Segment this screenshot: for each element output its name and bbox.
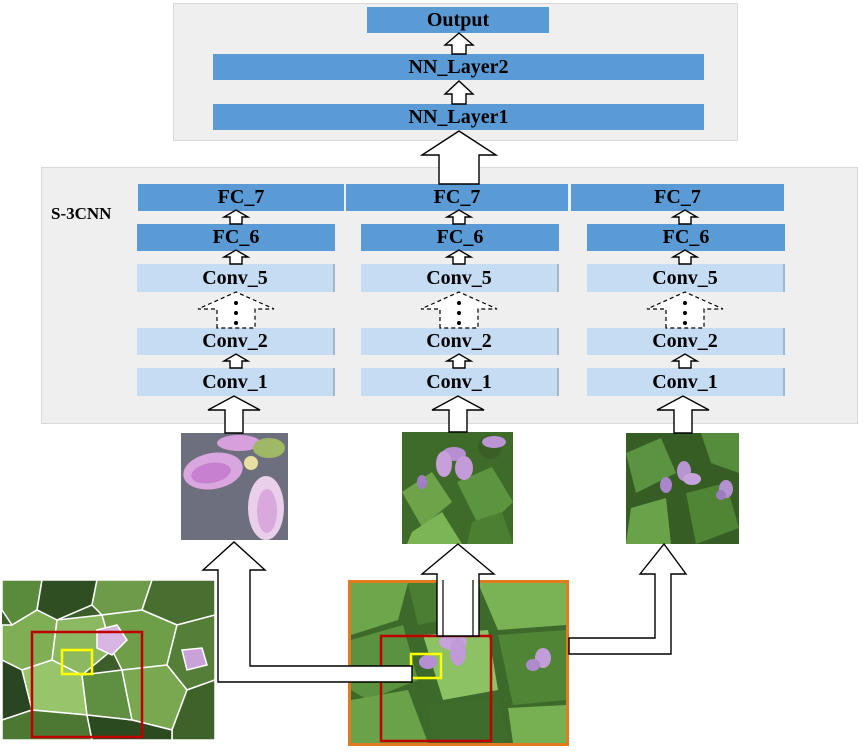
- col1-conv5: Conv_5: [137, 264, 335, 292]
- nn-layer2: NN_Layer2: [213, 54, 704, 80]
- output-layer: Output: [367, 7, 549, 33]
- col3-conv1: Conv_1: [587, 368, 785, 396]
- col3-conv5: Conv_5: [587, 264, 785, 292]
- arrow-col1-fc6-to-fc7: [221, 209, 251, 225]
- col2-fc6: FC_6: [361, 224, 559, 251]
- col3-fc6: FC_6: [587, 224, 785, 251]
- col3-fc7: FC_7: [571, 184, 784, 211]
- patch-flower-medium: [402, 432, 513, 544]
- segmentation-map: [2, 580, 215, 740]
- arrow-col3-conv1-to-conv2: [670, 353, 700, 369]
- col2-conv5: Conv_5: [361, 264, 559, 292]
- arrow-col3-conv5-to-fc6: [670, 249, 700, 265]
- arrow-image-to-patch3: [568, 542, 688, 655]
- arrow-s3cnn-to-nn1: [419, 130, 499, 185]
- nn-layer1: NN_Layer1: [213, 104, 704, 130]
- col1-conv2: Conv_2: [137, 328, 335, 355]
- col3-conv2: Conv_2: [587, 328, 785, 355]
- arrow-nn2-to-output: [443, 32, 475, 55]
- arrow-col2-fc6-to-fc7: [444, 209, 474, 225]
- dashed-arrow-col1: [197, 291, 275, 329]
- col1-fc7: FC_7: [138, 184, 344, 211]
- dashed-arrow-col3: [646, 291, 724, 329]
- arrow-col2-conv5-to-fc6: [444, 249, 474, 265]
- col1-fc6: FC_6: [137, 224, 335, 251]
- arrow-col1-conv5-to-fc6: [221, 249, 251, 265]
- arrow-col2-conv1-to-conv2: [444, 353, 474, 369]
- col2-fc7: FC_7: [346, 184, 568, 211]
- arrow-red-to-patch2: [420, 543, 496, 637]
- arrow-patch2-to-conv1: [431, 395, 485, 433]
- arrow-nn1-to-nn2: [443, 80, 475, 105]
- original-image: [348, 580, 569, 746]
- col2-conv2: Conv_2: [361, 328, 559, 355]
- arrow-col1-conv1-to-conv2: [221, 353, 251, 369]
- dashed-arrow-col2: [420, 291, 498, 329]
- col1-conv1: Conv_1: [137, 368, 335, 396]
- arrow-patch3-to-conv1: [656, 395, 710, 434]
- patch-flower-closeup: [181, 433, 288, 540]
- arrow-col3-fc6-to-fc7: [670, 209, 700, 225]
- col2-conv1: Conv_1: [361, 368, 559, 396]
- arrow-patch1-to-conv1: [207, 395, 261, 434]
- arrow-yellow-to-patch1: [201, 541, 413, 683]
- patch-flower-wide: [626, 433, 739, 544]
- s3cnn-label: S-3CNN: [51, 204, 112, 223]
